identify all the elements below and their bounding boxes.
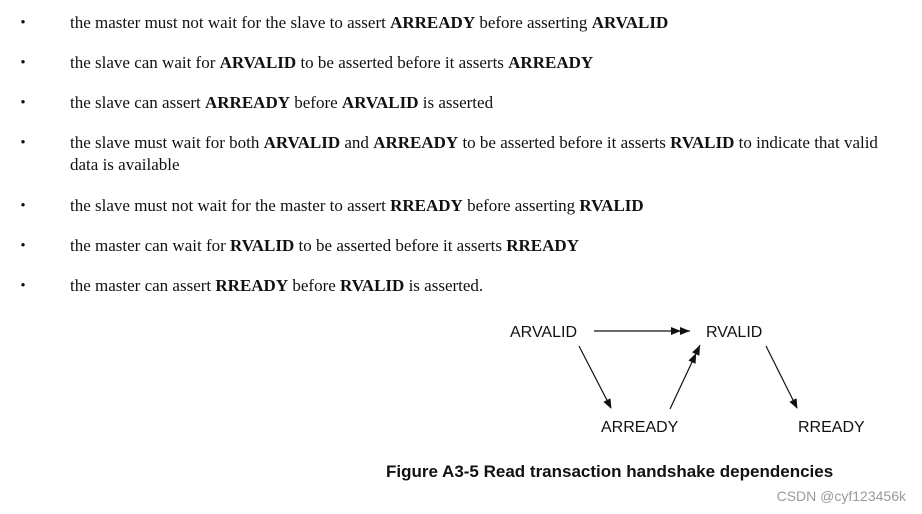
bullet-text: the slave can assert ARREADY before ARVA…: [70, 92, 900, 114]
bullet-text-segment: before asserting: [462, 196, 580, 215]
bullet-text-segment: to indicate that valid data is available: [70, 133, 878, 174]
bullet-marker: •: [20, 135, 26, 151]
signal-name: RVALID: [230, 236, 295, 255]
bullet-text-segment: before: [290, 93, 342, 112]
bullet-marker: •: [20, 95, 26, 111]
bullet-marker: •: [20, 198, 26, 214]
bullet-text-segment: is asserted.: [404, 276, 484, 295]
bullet-text-segment: the master can wait for: [70, 236, 231, 255]
arrow-rvalid-to-rready: [765, 345, 798, 409]
signal-name: RREADY: [215, 276, 289, 295]
csdn-watermark: CSDN @cyf123456k: [776, 488, 906, 504]
bullet-text: the master must not wait for the slave t…: [70, 12, 900, 34]
signal-name: ARREADY: [205, 93, 290, 112]
signal-name: RREADY: [390, 196, 463, 215]
node-arvalid: ARVALID: [510, 324, 577, 341]
signal-name: ARVALID: [341, 93, 419, 112]
signal-name: ARVALID: [591, 13, 669, 32]
figure-caption: Figure A3-5 Read transaction handshake d…: [386, 462, 834, 481]
signal-name: ARREADY: [373, 133, 459, 152]
bullet-text: the master can wait for RVALID to be ass…: [70, 235, 900, 257]
node-arready: ARREADY: [601, 419, 679, 436]
bullet-list: • the master must not wait for the slave …: [20, 12, 900, 297]
bullet-text: the slave must not wait for the master t…: [70, 195, 900, 217]
signal-name: ARREADY: [508, 53, 594, 72]
bullet-text: the slave must wait for both ARVALID and…: [70, 132, 900, 176]
node-rready: RREADY: [798, 419, 865, 436]
bullet-text-segment: is asserted: [418, 93, 494, 112]
bullet-text-segment: to be asserted before it asserts: [294, 236, 507, 255]
bullet-text-segment: before: [288, 276, 341, 295]
bullet-text-segment: before asserting: [475, 13, 592, 32]
bullet-text: the master can assert RREADY before RVAL…: [70, 275, 900, 297]
bullet-text-segment: to be asserted before it asserts: [296, 53, 509, 72]
bullet-text-segment: the slave must wait for both: [70, 133, 264, 152]
bullet-marker: •: [20, 278, 26, 294]
signal-name: ARREADY: [390, 13, 476, 32]
bullet-marker: •: [20, 15, 26, 31]
bullet-text-segment: the slave must not wait for the master t…: [70, 196, 391, 215]
signal-name: RVALID: [340, 276, 405, 295]
bullet-marker: •: [20, 55, 26, 71]
signal-name: RVALID: [579, 196, 644, 215]
signal-name: ARVALID: [263, 133, 341, 152]
node-rvalid: RVALID: [706, 324, 762, 341]
arrow-arready-to-rvalid: [669, 344, 701, 410]
bullet-text-segment: the master must not wait for the slave t…: [70, 13, 391, 32]
bullet-text-segment: the slave can assert: [70, 93, 205, 112]
signal-name: ARVALID: [219, 53, 297, 72]
signal-name: RVALID: [670, 133, 735, 152]
bullet-text: the slave can wait for ARVALID to be ass…: [70, 52, 900, 74]
bullet-text-segment: the slave can wait for: [70, 53, 220, 72]
arrow-arvalid-to-arready: [578, 345, 612, 409]
bullet-text-segment: and: [340, 133, 374, 152]
bullet-text-segment: to be asserted before it asserts: [458, 133, 671, 152]
bullet-text-segment: the master can assert: [70, 276, 216, 295]
bullet-marker: •: [20, 238, 26, 254]
signal-name: RREADY: [506, 236, 579, 255]
